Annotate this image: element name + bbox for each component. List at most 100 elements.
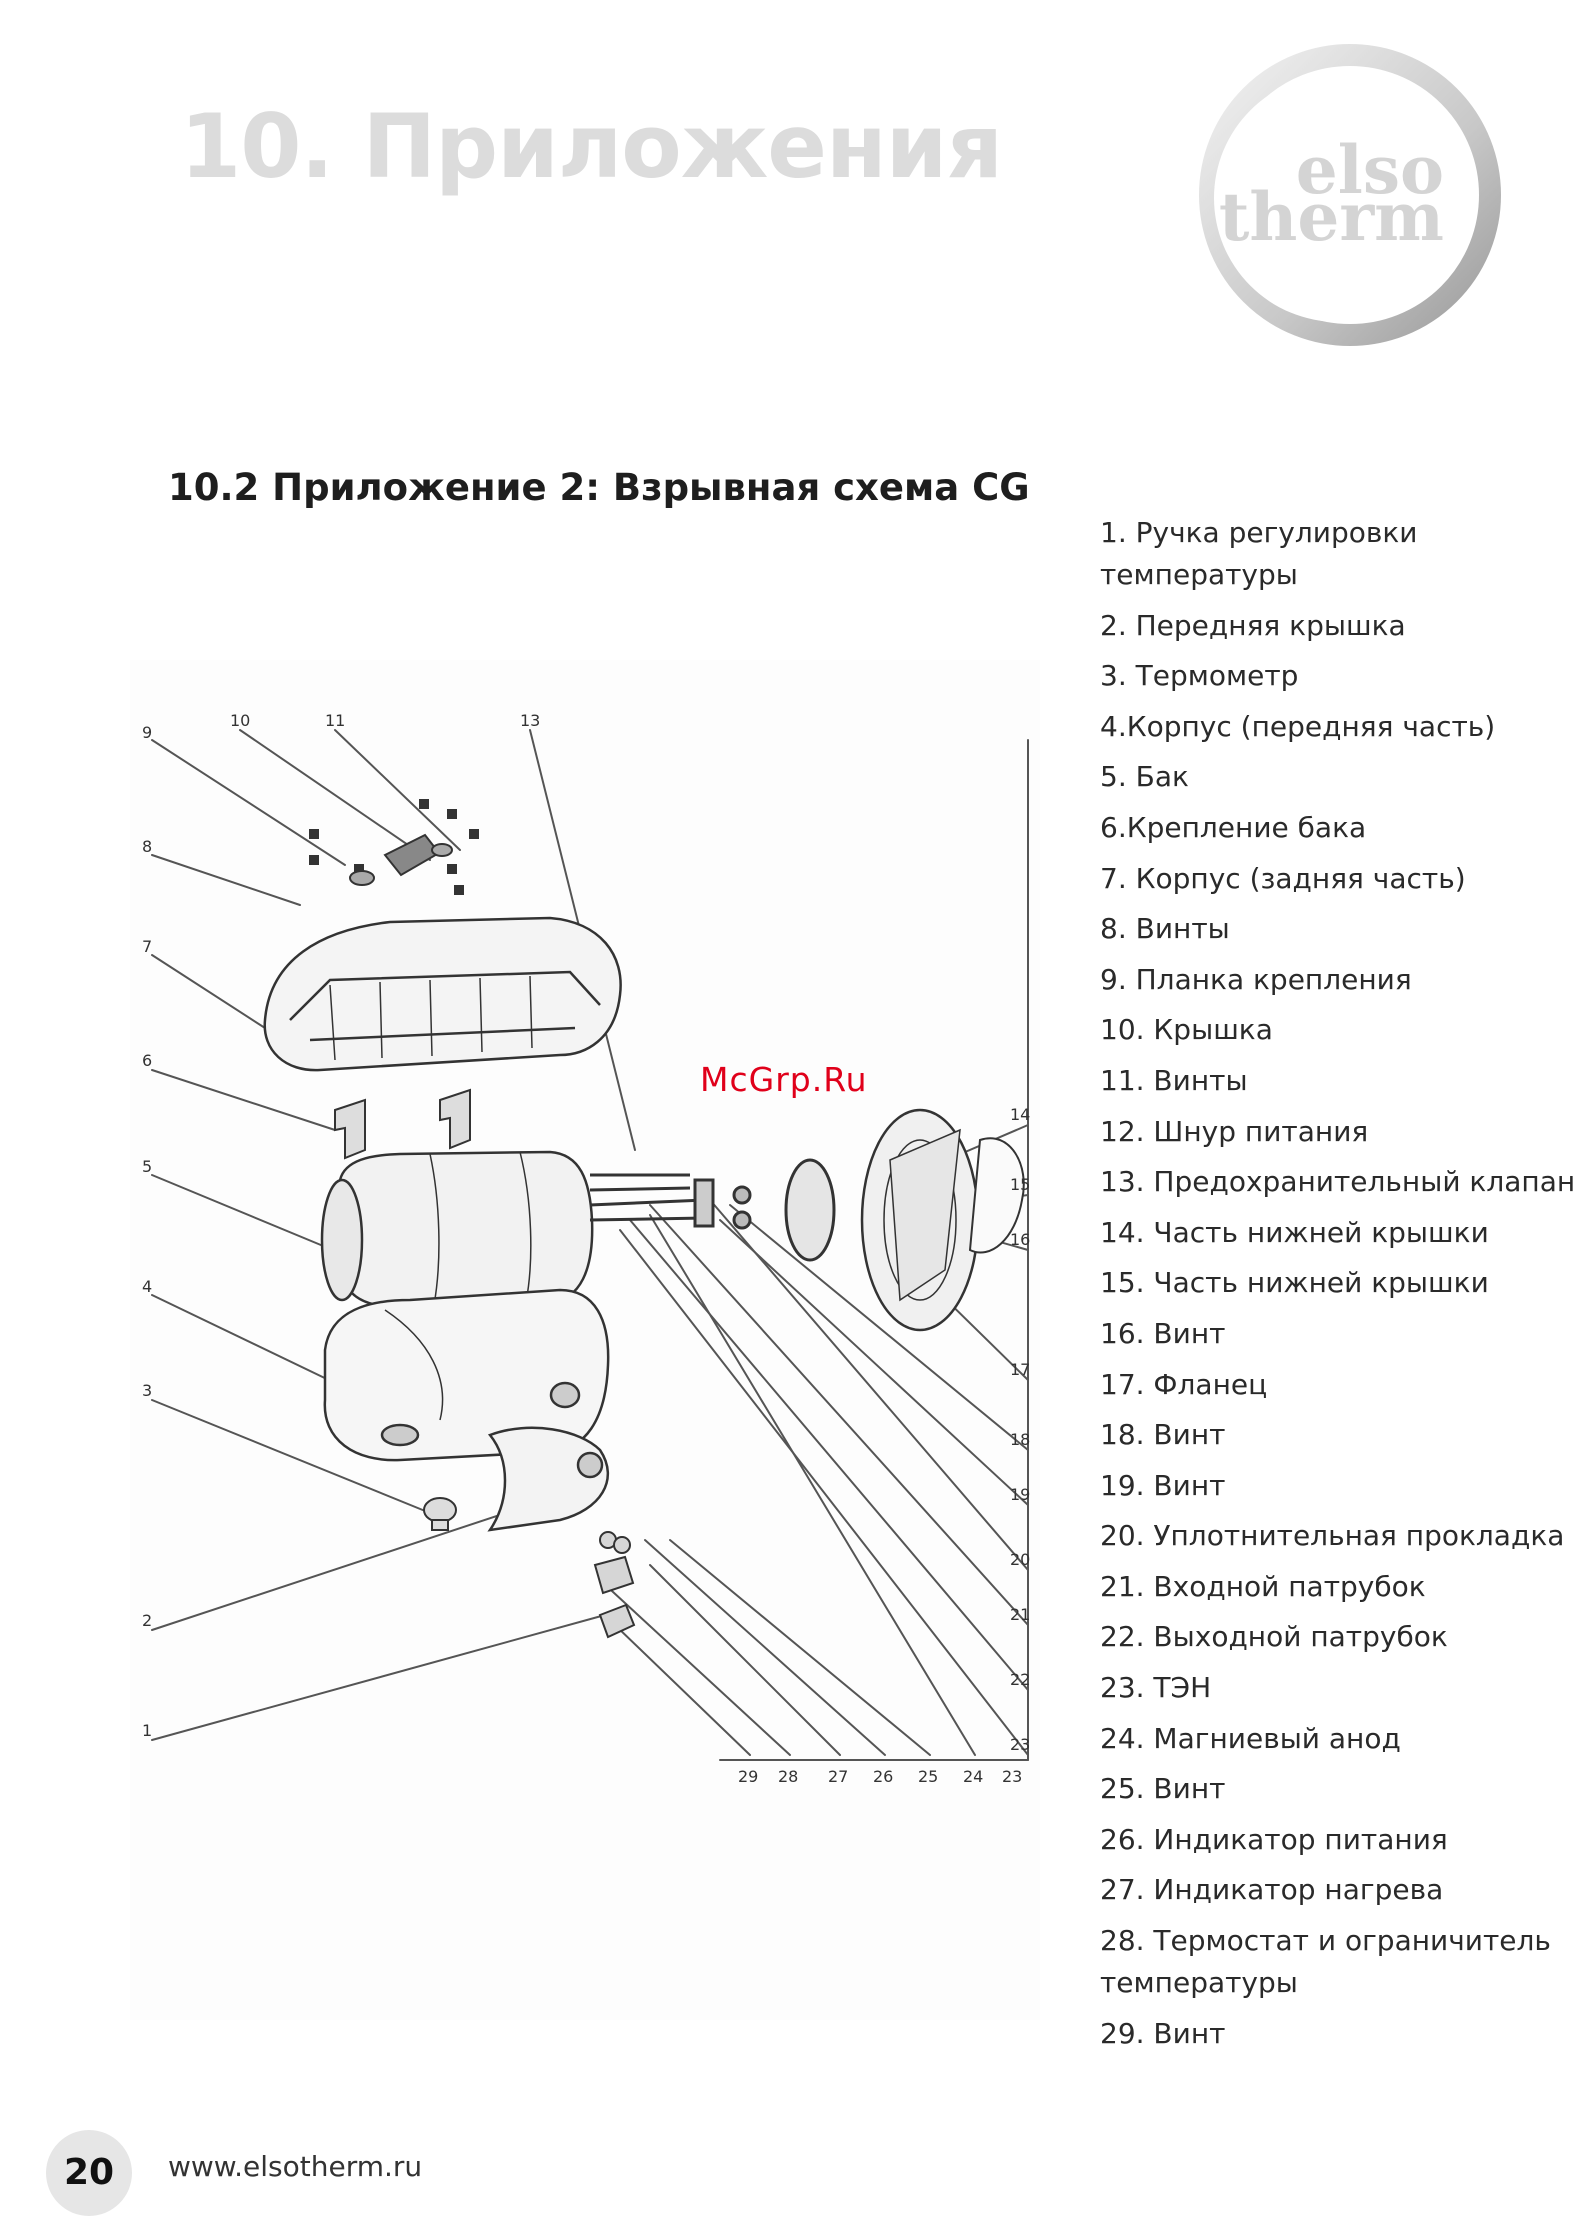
part-item: 9. Планка крепления (1100, 962, 1412, 996)
callout-label: 7 (142, 937, 152, 956)
callout-label: 26 (873, 1767, 893, 1786)
part-item: 27. Индикатор нагрева (1100, 1873, 1444, 1907)
callout-label: 13 (520, 711, 540, 730)
callout-label: 29 (738, 1767, 758, 1786)
leader-line (239, 729, 431, 861)
part-item: 8. Винты (1100, 912, 1230, 946)
leader-line (649, 1204, 1029, 1626)
part-item: 21. Входной патрубок (1100, 1569, 1426, 1603)
exploded-diagram: 9 10 11 8 7 6 5 4 3 2 1 13 14 15 16 17 1… (130, 660, 1040, 2020)
part-item: 3. Термометр (1100, 659, 1299, 693)
part-item: 26. Индикатор питания (1100, 1822, 1448, 1856)
section-title: 10.2 Приложение 2: Взрывная схема CG (168, 466, 1030, 509)
leader-line (151, 1614, 606, 1741)
part-item: 6.Крепление бака (1100, 810, 1367, 844)
callout-label: 17 (1010, 1360, 1030, 1379)
callout-label: 25 (918, 1767, 938, 1786)
callout-label: 15 (1010, 1175, 1030, 1194)
tank-mounts (334, 1088, 471, 1160)
leader-line (151, 1399, 436, 1516)
leader-line (619, 1229, 1029, 1756)
part-item: 14. Часть нижней крышки (1100, 1215, 1489, 1249)
cover-part-15 (968, 1137, 1025, 1254)
callout-label: 21 (1010, 1605, 1030, 1624)
part-item: 11. Винты (1100, 1063, 1248, 1097)
leader-line (719, 1219, 1029, 1506)
logo-line-2: therm (1219, 178, 1444, 256)
callout-label: 10 (230, 711, 250, 730)
leader-line (151, 954, 266, 1029)
page-number: 20 (46, 2130, 132, 2216)
leader-line (709, 1199, 1029, 1571)
leader-line (729, 1204, 1029, 1451)
part-item: 29. Винт (1100, 2016, 1226, 2050)
leader-line (649, 1564, 841, 1756)
bottom-cover (860, 1108, 980, 1332)
front-cover (487, 1426, 610, 1532)
callout-label: 9 (142, 723, 152, 742)
callout-label: 27 (828, 1767, 848, 1786)
leader-line (151, 1069, 336, 1131)
parts-list: 1. Ручка регулировки температуры 2. Пере… (1100, 512, 1586, 2063)
page-title: 10. Приложения (180, 95, 1003, 198)
part-item: 12. Шнур питания (1100, 1114, 1369, 1148)
leader-line (669, 1539, 931, 1756)
part-item: 16. Винт (1100, 1316, 1226, 1350)
leader-line (649, 1214, 976, 1756)
front-housing (323, 1288, 610, 1462)
leader-line (151, 854, 301, 906)
logo-line-1: elso (1296, 131, 1444, 209)
leader-line (644, 1539, 886, 1756)
part-item: 17. Фланец (1100, 1367, 1268, 1401)
footer-url[interactable]: www.elsotherm.ru (168, 2150, 423, 2183)
leader-line (151, 1174, 346, 1256)
screws-top-group (309, 799, 479, 895)
callout-label: 22 (1010, 1670, 1030, 1689)
part-item: 24. Магниевый анод (1100, 1721, 1401, 1755)
callout-label: 2 (142, 1611, 152, 1630)
callout-label: 8 (142, 837, 152, 856)
leader-line (599, 1579, 791, 1756)
leader-line (629, 1219, 1029, 1691)
part-item: 13. Предохранительный клапан (1100, 1165, 1576, 1199)
callout-label: 3 (142, 1381, 152, 1400)
indicator-and-thermostat (593, 1531, 636, 1639)
part-item: 15. Часть нижней крышки (1100, 1266, 1489, 1300)
thermometer (423, 1497, 457, 1531)
callout-label: 20 (1010, 1550, 1030, 1569)
part-item: 1. Ручка регулировки температуры (1100, 516, 1418, 591)
leader-line (151, 739, 346, 866)
callout-label: 19 (1010, 1485, 1030, 1504)
part-item: 7. Корпус (задняя часть) (1100, 861, 1466, 895)
callout-label: 24 (963, 1767, 983, 1786)
part-item: 23. ТЭН (1100, 1671, 1212, 1705)
part-item: 28. Термостат и ограничитель температуры (1100, 1924, 1551, 2000)
part-item: 22. Выходной патрубок (1100, 1620, 1448, 1654)
callout-label: 28 (778, 1767, 798, 1786)
callout-label: 11 (325, 711, 345, 730)
heater-assembly (589, 1158, 836, 1262)
part-item: 5. Бак (1100, 760, 1189, 794)
part-item: 10. Крышка (1100, 1013, 1273, 1047)
elsotherm-logo: elso therm (1199, 44, 1501, 346)
part-item: 19. Винт (1100, 1468, 1226, 1502)
part-item: 4.Корпус (передняя часть) (1100, 709, 1496, 743)
leader-line (614, 1624, 751, 1756)
part-item: 20. Уплотнительная прокладка (1100, 1519, 1565, 1553)
callout-label: 23 (1002, 1767, 1022, 1786)
leader-line (151, 1504, 531, 1631)
callout-label: 23 (1010, 1735, 1030, 1754)
callout-label: 14 (1010, 1105, 1030, 1124)
part-item: 2. Передняя крышка (1100, 608, 1406, 642)
part-item: 25. Винт (1100, 1772, 1226, 1806)
watermark: McGrp.Ru (700, 1060, 868, 1099)
leader-line (334, 729, 461, 851)
tank (320, 1150, 594, 1308)
rear-housing (263, 916, 622, 1072)
callout-label: 16 (1010, 1230, 1030, 1249)
callout-label: 18 (1010, 1430, 1030, 1449)
callout-label: 1 (142, 1721, 152, 1740)
callout-label: 5 (142, 1157, 152, 1176)
callout-label: 6 (142, 1051, 152, 1070)
part-item: 18. Винт (1100, 1418, 1226, 1452)
